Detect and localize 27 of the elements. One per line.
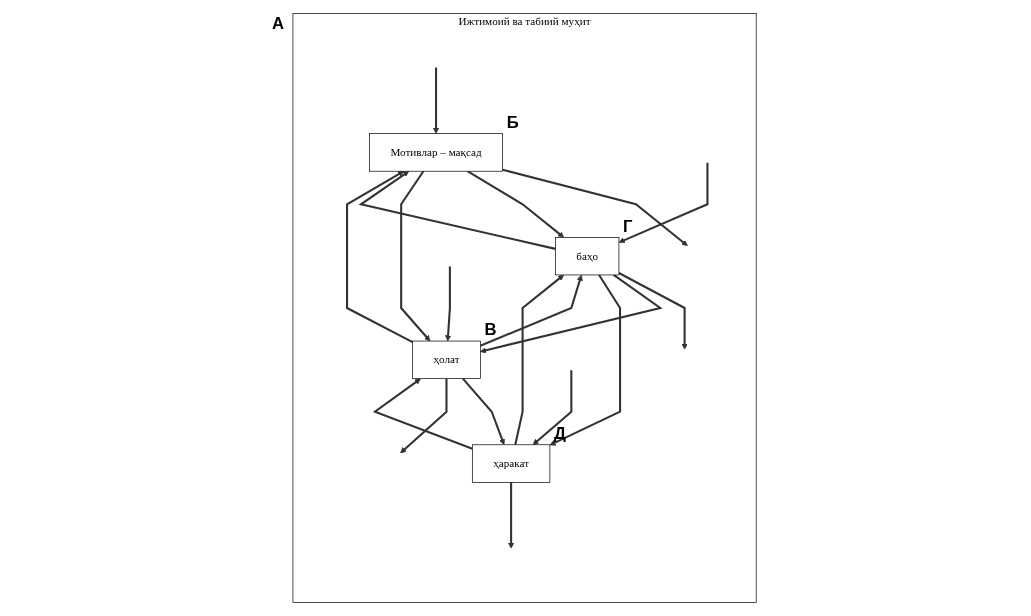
arrow [508,482,515,549]
side-letter: Г [623,216,633,236]
arrow [502,168,688,246]
arrow [618,162,709,244]
arrow [462,377,505,446]
side-letter: А [272,13,285,33]
node-box: ҳаракат [471,444,551,483]
arrow [346,170,414,344]
node-box: ҳолат [412,340,481,379]
arrow [514,274,565,445]
arrow [372,378,473,450]
arrow [532,370,573,446]
arrow [400,378,448,454]
arrow [480,274,663,354]
side-letter: Д [554,424,566,444]
arrow [618,272,688,350]
arrow [400,170,431,342]
arrow [358,170,556,250]
side-letter: Б [506,113,519,133]
arrow [445,266,452,342]
arrow [466,170,565,238]
node-box: Мотивлар – мақсад [369,133,503,172]
arrow [480,274,583,347]
side-letter: В [484,320,497,340]
node-box: баҳо [555,237,620,276]
arrow [549,274,622,446]
arrow [433,67,440,134]
